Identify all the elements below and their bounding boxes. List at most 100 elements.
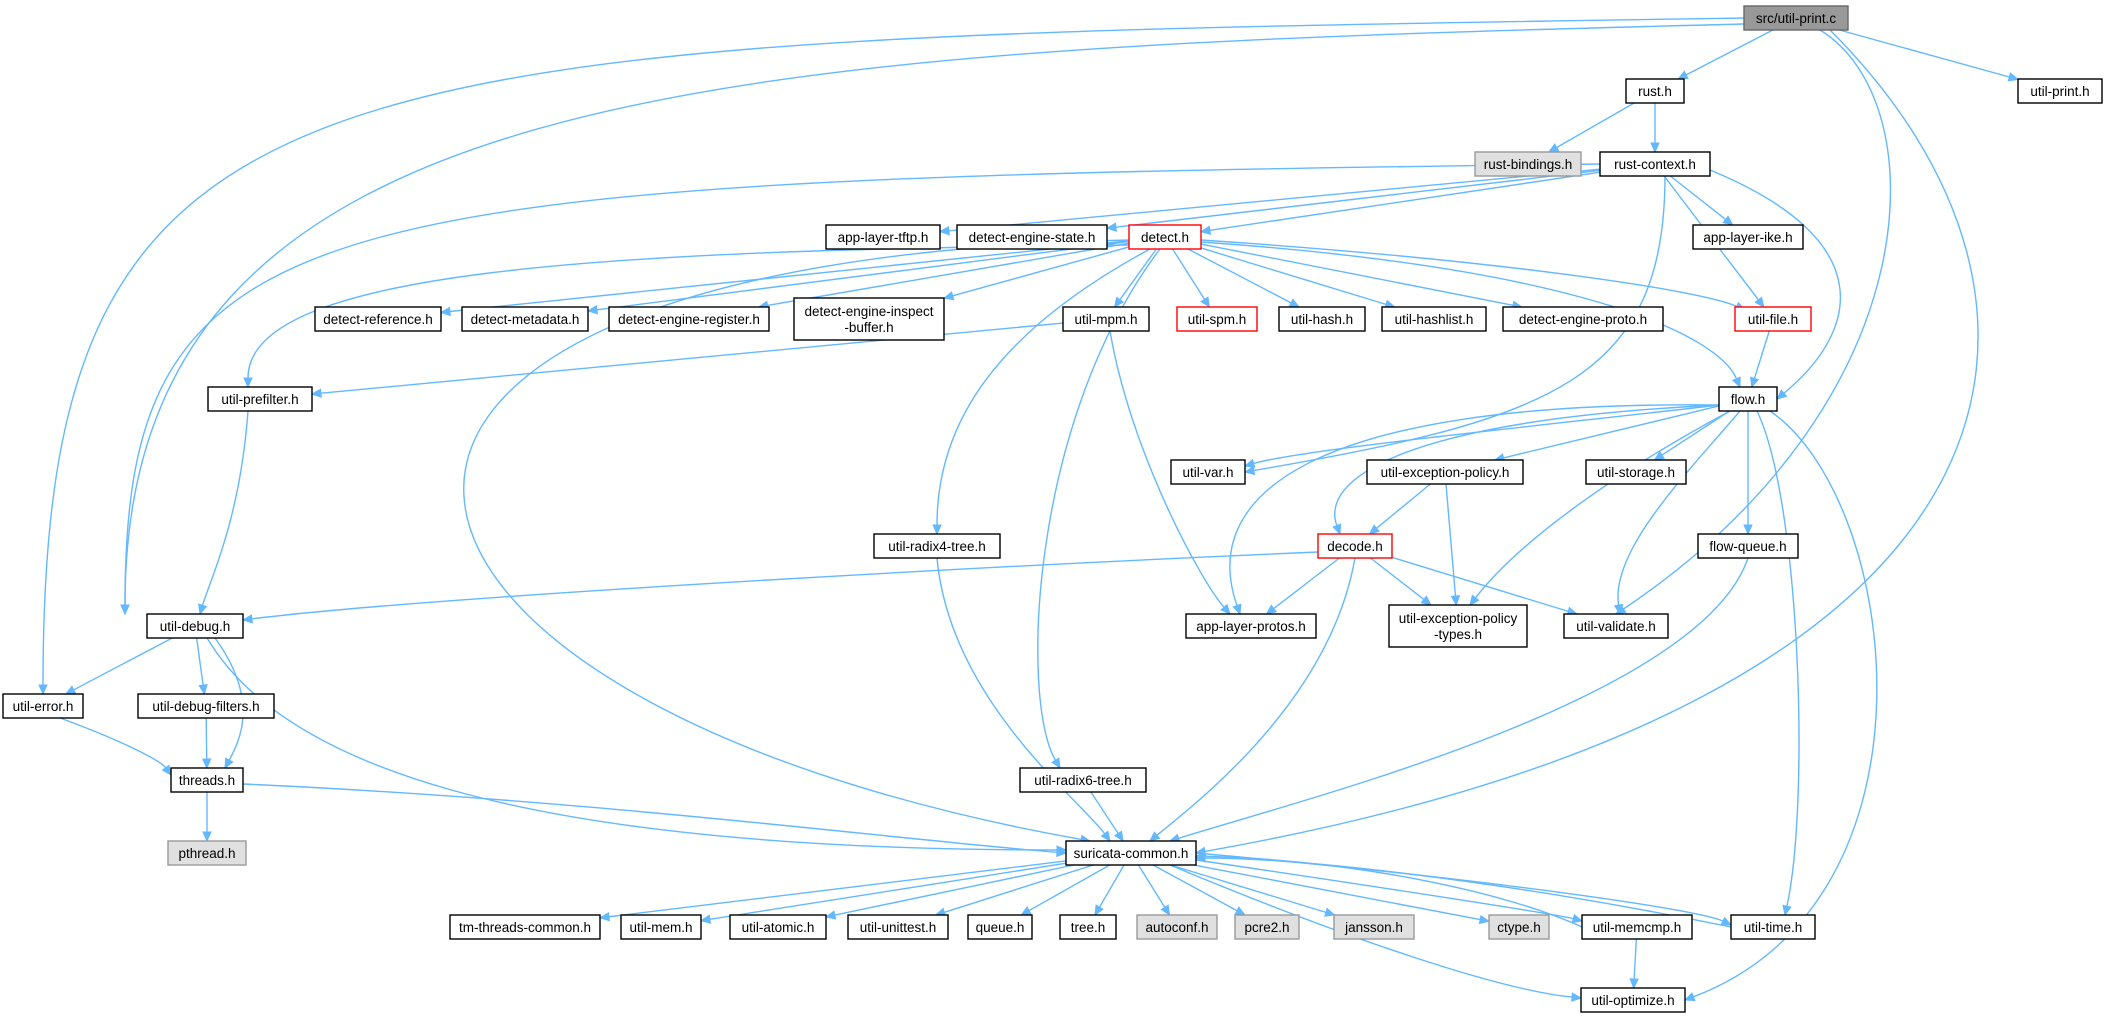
node-box[interactable] xyxy=(1059,914,1117,940)
node-box[interactable] xyxy=(1743,5,1849,31)
node-util-atomic-h[interactable]: util-atomic.h xyxy=(729,914,827,940)
node-rust-h[interactable]: rust.h xyxy=(1625,78,1685,104)
node-util-unittest-h[interactable]: util-unittest.h xyxy=(847,914,949,940)
node-util-hashlist-h[interactable]: util-hashlist.h xyxy=(1381,306,1487,332)
node-box[interactable] xyxy=(793,297,945,341)
node-box[interactable] xyxy=(967,914,1033,940)
node-box[interactable] xyxy=(729,914,827,940)
node-box[interactable] xyxy=(167,840,247,866)
node-box[interactable] xyxy=(1488,914,1550,940)
node-box[interactable] xyxy=(207,386,313,412)
node-box[interactable] xyxy=(1599,151,1711,177)
node-detect-metadata-h[interactable]: detect-metadata.h xyxy=(461,306,589,332)
node-util-radix6-tree-h[interactable]: util-radix6-tree.h xyxy=(1019,767,1147,793)
node-detect-reference-h[interactable]: detect-reference.h xyxy=(314,306,442,332)
node-app-layer-protos-h[interactable]: app-layer-protos.h xyxy=(1185,613,1317,639)
node-util-memcmp-h[interactable]: util-memcmp.h xyxy=(1581,914,1693,940)
node-util-radix4-tree-h[interactable]: util-radix4-tree.h xyxy=(873,533,1001,559)
node-detect-engine-register-h[interactable]: detect-engine-register.h xyxy=(608,306,770,332)
node-rust-bindings-h[interactable]: rust-bindings.h xyxy=(1474,151,1582,177)
node-box[interactable] xyxy=(1019,767,1147,793)
node-box[interactable] xyxy=(1128,224,1202,250)
node-util-optimize-h[interactable]: util-optimize.h xyxy=(1580,987,1686,1013)
node-util-spm-h[interactable]: util-spm.h xyxy=(1176,306,1258,332)
node-box[interactable] xyxy=(620,914,702,940)
node-box[interactable] xyxy=(2,693,84,719)
node-box[interactable] xyxy=(847,914,949,940)
node-box[interactable] xyxy=(1502,306,1664,332)
node-util-var-h[interactable]: util-var.h xyxy=(1170,459,1246,485)
node-util-mem-h[interactable]: util-mem.h xyxy=(620,914,702,940)
node-util-prefilter-h[interactable]: util-prefilter.h xyxy=(207,386,313,412)
node-util-debug-filters-h[interactable]: util-debug-filters.h xyxy=(137,693,275,719)
node-box[interactable] xyxy=(608,306,770,332)
node-util-error-h[interactable]: util-error.h xyxy=(2,693,84,719)
node-tm-threads-common-h[interactable]: tm-threads-common.h xyxy=(449,914,601,940)
node-box[interactable] xyxy=(1625,78,1685,104)
node-util-time-h[interactable]: util-time.h xyxy=(1730,914,1816,940)
node-box[interactable] xyxy=(825,224,941,250)
node-suricata-common-h[interactable]: suricata-common.h xyxy=(1065,840,1197,866)
node-box[interactable] xyxy=(1563,613,1669,639)
node-tree-h[interactable]: tree.h xyxy=(1059,914,1117,940)
node-threads-h[interactable]: threads.h xyxy=(170,767,244,793)
node-util-storage-h[interactable]: util-storage.h xyxy=(1585,459,1687,485)
node-detect-engine-inspect-buffer-h[interactable]: detect-engine-inspect-buffer.h xyxy=(793,297,945,341)
node-util-debug-h[interactable]: util-debug.h xyxy=(146,613,244,639)
node-box[interactable] xyxy=(1065,840,1197,866)
node-util-exception-policy-h[interactable]: util-exception-policy.h xyxy=(1366,459,1524,485)
node-util-mpm-h[interactable]: util-mpm.h xyxy=(1062,306,1150,332)
node-detect-engine-state-h[interactable]: detect-engine-state.h xyxy=(956,224,1108,250)
node-box[interactable] xyxy=(314,306,442,332)
node-util-print-c[interactable]: src/util-print.c xyxy=(1743,5,1849,31)
node-jansson-h[interactable]: jansson.h xyxy=(1333,914,1415,940)
node-box[interactable] xyxy=(1136,914,1218,940)
node-box[interactable] xyxy=(1234,914,1300,940)
node-box[interactable] xyxy=(873,533,1001,559)
node-util-print-h[interactable]: util-print.h xyxy=(2017,78,2103,104)
node-box[interactable] xyxy=(1730,914,1816,940)
node-util-hash-h[interactable]: util-hash.h xyxy=(1278,306,1366,332)
node-box[interactable] xyxy=(2017,78,2103,104)
node-detect-engine-proto-h[interactable]: detect-engine-proto.h xyxy=(1502,306,1664,332)
node-decode-h[interactable]: decode.h xyxy=(1317,533,1393,559)
node-flow-h[interactable]: flow.h xyxy=(1718,386,1778,412)
node-box[interactable] xyxy=(1474,151,1582,177)
node-box[interactable] xyxy=(1580,987,1686,1013)
node-detect-h[interactable]: detect.h xyxy=(1128,224,1202,250)
node-box[interactable] xyxy=(1333,914,1415,940)
node-box[interactable] xyxy=(1170,459,1246,485)
node-box[interactable] xyxy=(1062,306,1150,332)
node-box[interactable] xyxy=(1388,604,1528,648)
node-box[interactable] xyxy=(137,693,275,719)
node-rust-context-h[interactable]: rust-context.h xyxy=(1599,151,1711,177)
node-box[interactable] xyxy=(1278,306,1366,332)
node-app-layer-ike-h[interactable]: app-layer-ike.h xyxy=(1692,224,1804,250)
node-ctype-h[interactable]: ctype.h xyxy=(1488,914,1550,940)
node-box[interactable] xyxy=(170,767,244,793)
node-autoconf-h[interactable]: autoconf.h xyxy=(1136,914,1218,940)
node-box[interactable] xyxy=(1718,386,1778,412)
node-box[interactable] xyxy=(1366,459,1524,485)
node-box[interactable] xyxy=(1581,914,1693,940)
node-box[interactable] xyxy=(1381,306,1487,332)
node-box[interactable] xyxy=(146,613,244,639)
node-box[interactable] xyxy=(1317,533,1393,559)
node-util-validate-h[interactable]: util-validate.h xyxy=(1563,613,1669,639)
node-box[interactable] xyxy=(461,306,589,332)
node-flow-queue-h[interactable]: flow-queue.h xyxy=(1697,533,1799,559)
node-util-file-h[interactable]: util-file.h xyxy=(1734,306,1812,332)
node-pthread-h[interactable]: pthread.h xyxy=(167,840,247,866)
node-box[interactable] xyxy=(1185,613,1317,639)
node-box[interactable] xyxy=(956,224,1108,250)
node-pcre2-h[interactable]: pcre2.h xyxy=(1234,914,1300,940)
node-queue-h[interactable]: queue.h xyxy=(967,914,1033,940)
node-box[interactable] xyxy=(1585,459,1687,485)
node-box[interactable] xyxy=(1734,306,1812,332)
node-box[interactable] xyxy=(449,914,601,940)
node-box[interactable] xyxy=(1176,306,1258,332)
node-util-exception-policy-types-h[interactable]: util-exception-policy-types.h xyxy=(1388,604,1528,648)
node-box[interactable] xyxy=(1697,533,1799,559)
node-box[interactable] xyxy=(1692,224,1804,250)
node-app-layer-tftp-h[interactable]: app-layer-tftp.h xyxy=(825,224,941,250)
